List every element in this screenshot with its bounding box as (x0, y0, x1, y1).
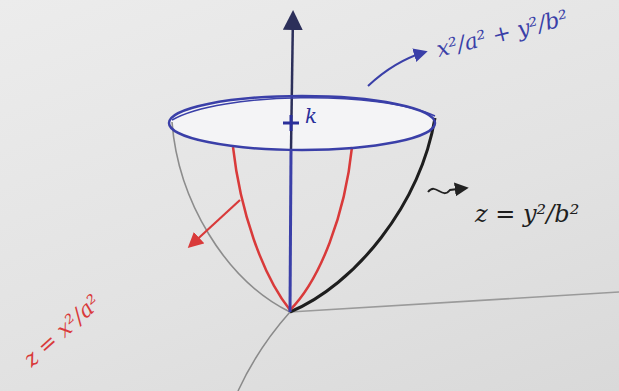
height-label: k (302, 104, 320, 128)
xz-parabola (290, 147, 352, 310)
level-ellipse (169, 96, 435, 150)
curve-equation: z = x²/a² (16, 288, 108, 375)
level-curve-equation: x²/a² + y²/b² (431, 4, 574, 63)
level-ellipse (172, 98, 435, 120)
leader-arrow (428, 188, 466, 193)
floor-line (290, 292, 619, 312)
level-ellipse-fill (169, 96, 435, 150)
curve-equation: z = y²/b² (472, 200, 582, 228)
z-axis (290, 150, 291, 312)
xz-parabola (233, 147, 290, 310)
height-mark (283, 115, 299, 131)
floor-line (238, 312, 290, 391)
leader-arrow (190, 200, 240, 246)
leader-arrow (368, 52, 425, 86)
